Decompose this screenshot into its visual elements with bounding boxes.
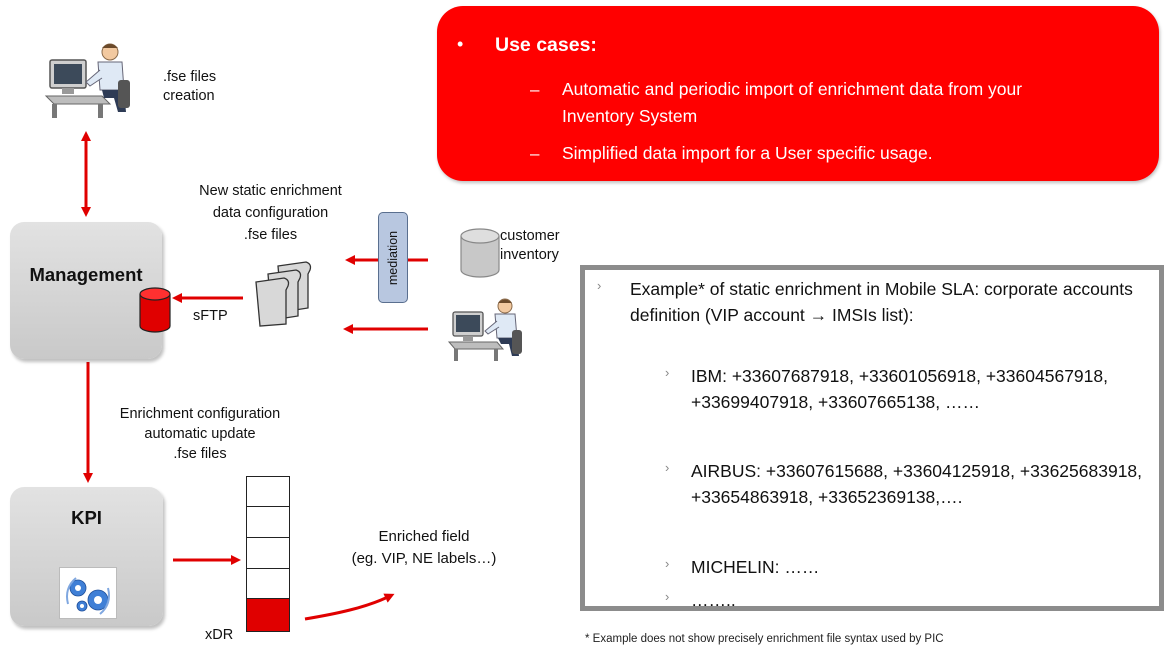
example-item-bullet: › xyxy=(665,365,670,380)
gears-icon xyxy=(59,567,117,619)
use-case-dash: – xyxy=(530,80,540,99)
xdr-record xyxy=(247,569,289,599)
enrichment-config-line: automatic update xyxy=(144,426,256,442)
use-cases-callout: • Use cases: – Automatic and periodic im… xyxy=(437,6,1159,181)
use-case-dash: – xyxy=(530,144,540,163)
enriched-field-label: Enriched field (eg. VIP, NE labels…) xyxy=(318,526,530,570)
xdr-record xyxy=(247,538,289,569)
use-cases-title: Use cases: xyxy=(495,34,597,56)
example-item-michelin: MICHELIN: …… xyxy=(691,557,820,577)
example-item-ibm: IBM: +33607687918, +33601056918, +336045… xyxy=(691,366,1108,412)
use-case-line: Automatic and periodic import of enrichm… xyxy=(562,79,1023,99)
use-case-item: Automatic and periodic import of enrichm… xyxy=(562,76,1022,130)
arrow-xdr-to-enriched xyxy=(304,593,395,621)
user-workstation-icon xyxy=(447,298,522,361)
new-static-line: New static enrichment xyxy=(199,183,342,199)
xdr-record xyxy=(247,507,289,538)
mediation-label: mediation xyxy=(386,230,400,285)
example-bullet: › xyxy=(597,278,602,293)
new-static-label: New static enrichment data configuration… xyxy=(163,180,378,246)
enriched-field-line: Enriched field xyxy=(378,528,470,545)
customer-inventory-line: customer xyxy=(500,228,560,244)
example-item-more: …….. xyxy=(691,590,736,610)
enrichment-config-label: Enrichment configuration automatic updat… xyxy=(95,404,305,464)
customer-inventory-database-icon xyxy=(460,228,500,278)
footnote: * Example does not show precisely enrich… xyxy=(585,633,944,645)
enriched-field-line: (eg. VIP, NE labels…) xyxy=(351,550,497,567)
fse-creation-label: .fse files creation xyxy=(163,68,216,106)
customer-inventory-label: customer inventory xyxy=(500,227,560,265)
xdr-label: xDR xyxy=(205,627,234,643)
new-static-line: .fse files xyxy=(243,227,298,243)
example-item-bullet: › xyxy=(665,556,670,571)
xdr-record-stack xyxy=(246,476,290,632)
mediation-box: mediation xyxy=(378,212,408,303)
document-stack-icon xyxy=(255,261,312,327)
xdr-record xyxy=(247,477,289,507)
management-module: Management xyxy=(10,222,162,359)
example-item-airbus: AIRBUS: +33607615688, +33604125918, +336… xyxy=(691,461,1143,507)
use-case-line: Inventory System xyxy=(562,106,698,126)
use-case-line: Simplified data import for a User specif… xyxy=(562,143,933,163)
example-item-bullet: › xyxy=(665,460,670,475)
management-title: Management xyxy=(29,264,143,285)
sftp-label: sFTP xyxy=(193,308,228,324)
example-intro: Example* of static enrichment in Mobile … xyxy=(630,279,1133,325)
example-item-bullet: › xyxy=(665,589,670,604)
enrichment-config-line: Enrichment configuration xyxy=(119,406,281,422)
xdr-enriched-record xyxy=(247,599,289,631)
fse-creation-line: .fse files xyxy=(163,69,217,85)
database-icon xyxy=(139,287,171,333)
customer-inventory-line: inventory xyxy=(500,247,559,263)
example-box: › Example* of static enrichment in Mobil… xyxy=(580,265,1164,611)
workstation-icon xyxy=(44,43,130,118)
use-cases-bullet: • xyxy=(457,34,464,54)
kpi-title: KPI xyxy=(71,507,102,528)
new-static-line: data configuration xyxy=(212,205,329,221)
enrichment-config-line: .fse files xyxy=(173,446,227,462)
use-case-item: Simplified data import for a User specif… xyxy=(562,140,933,167)
fse-creation-line: creation xyxy=(163,88,215,104)
